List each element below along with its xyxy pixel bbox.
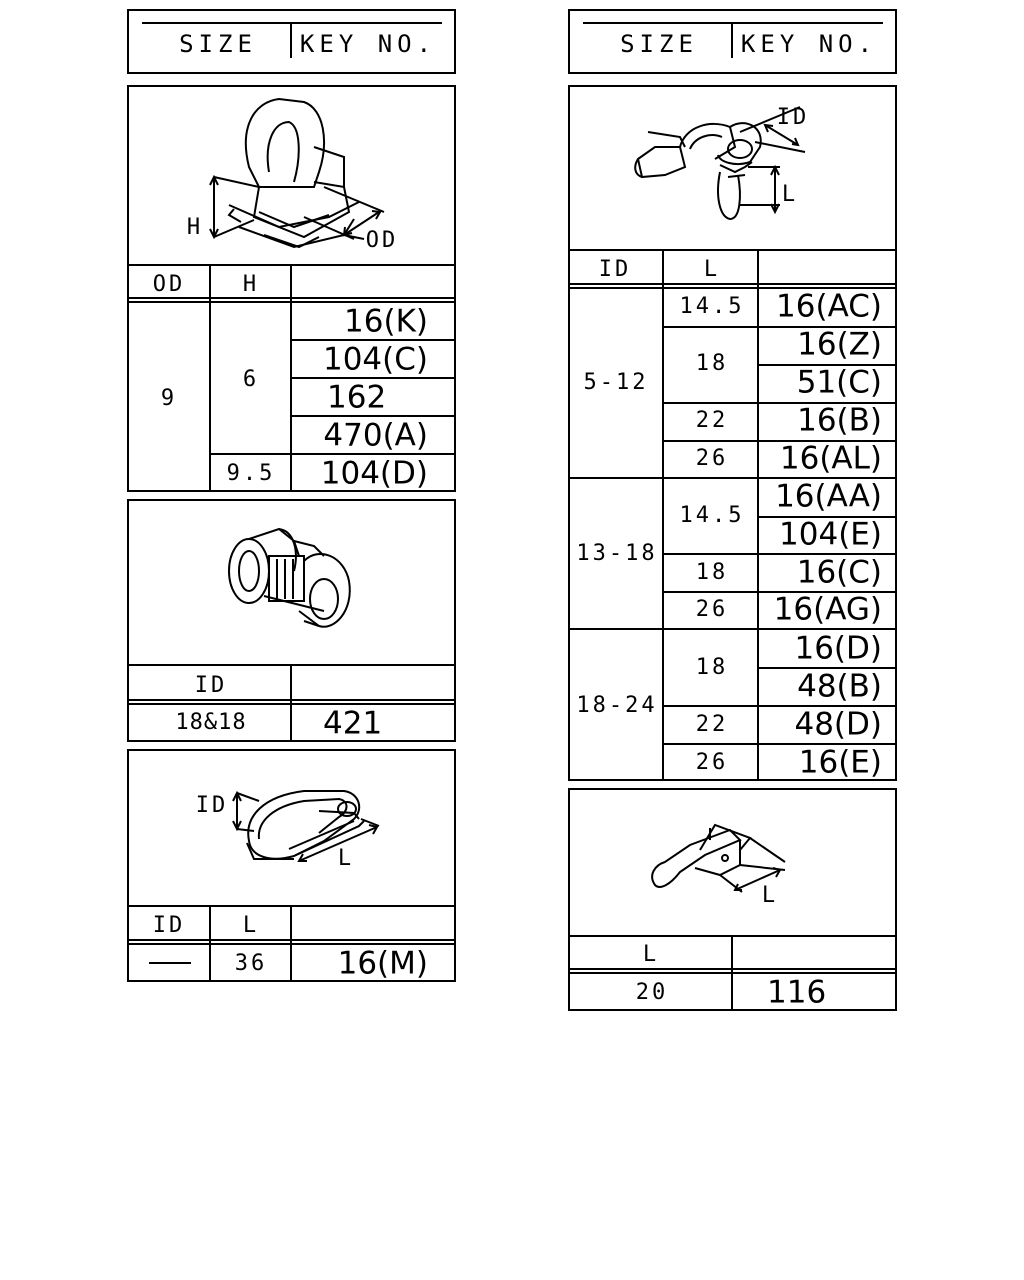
clip4-dim-id: ID [776, 105, 810, 130]
clip1-dim-h: H [186, 215, 204, 240]
header-divider-left [290, 24, 292, 58]
clip4-group3-key-3: 48(D) [794, 706, 882, 743]
clip4-group2-l-3: 26 [695, 597, 729, 622]
clip4-col-l: L [703, 257, 721, 282]
clip1-col-od: OD [152, 272, 186, 297]
clip1-key-5: 104(D) [320, 455, 428, 492]
clip1-push-clip-illustration [129, 87, 454, 264]
clip4-row-line [757, 516, 897, 518]
header-divider-right [731, 24, 733, 58]
clip2-double-clip-illustration [129, 501, 454, 664]
clip4-group3-l-1: 18 [695, 655, 729, 680]
clip4-group2-l-2: 18 [695, 560, 729, 585]
header-size-label-left: SIZE [179, 30, 257, 58]
clip4-group1-l-2: 18 [695, 351, 729, 376]
clip5-l-value: 20 [635, 980, 669, 1005]
clip4-row-line [757, 667, 897, 669]
header-overline-right [583, 22, 883, 24]
clip1-h-value-9-5: 9.5 [226, 461, 276, 486]
clip3-col-l: L [242, 913, 260, 938]
header-keyno-label-right: KEY NO. [740, 30, 878, 58]
clip1-key-2: 104(C) [322, 341, 428, 378]
clip4-group3-key-1: 16(D) [794, 630, 882, 667]
clip3-col-l-divider [290, 905, 292, 982]
clip4-row-line [662, 402, 897, 404]
clip1-h-value-6: 6 [242, 367, 260, 392]
clip1-key-1: 16(K) [344, 303, 428, 340]
clip1-row-line-1 [290, 339, 456, 341]
clip5-key: 116 [767, 974, 827, 1011]
clip4-group2-l-1: 14.5 [679, 503, 745, 528]
clip4-group-line [568, 628, 897, 630]
header-size-label-right: SIZE [620, 30, 698, 58]
clip1-col-h: H [242, 272, 260, 297]
clip3-band-clip-illustration [129, 751, 454, 906]
clip2-key: 421 [323, 705, 383, 742]
clip4-group3-l-2: 22 [695, 712, 729, 737]
clip3-l-value: 36 [234, 951, 268, 976]
clip5-dim-l: L [761, 883, 779, 908]
clip4-group2-key-1: 16(AA) [775, 478, 882, 515]
clip4-col-id: ID [598, 257, 632, 282]
clip4-row-line [757, 364, 897, 366]
clip4-row-line [662, 743, 897, 745]
clip5-tab-clip-illustration [570, 790, 895, 935]
clip4-group1-l-4: 26 [695, 446, 729, 471]
clip4-group1-l-1: 14.5 [679, 294, 745, 319]
clip1-key-3: 162 [327, 379, 387, 416]
clip3-key: 16(M) [337, 945, 428, 982]
clip4-group3-key-4: 16(E) [798, 744, 882, 781]
clip4-row-line [662, 705, 897, 707]
clip4-group1-key-5: 16(AL) [779, 440, 882, 477]
clip3-col-id: ID [152, 913, 186, 938]
clip1-key-4: 470(A) [323, 417, 428, 454]
clip4-pipe-clip-illustration [570, 87, 895, 249]
clip4-drawing-box [568, 85, 897, 781]
clip3-dim-l: L [337, 846, 355, 871]
clip4-group3-key-2: 48(B) [797, 668, 882, 705]
clip4-group3-l-3: 26 [695, 750, 729, 775]
clip4-col-l-divider [757, 249, 759, 781]
clip1-od-value: 9 [160, 386, 178, 411]
clip4-header-bottom-2 [568, 287, 897, 289]
header-overline-left [142, 22, 442, 24]
clip4-group1-key-2: 16(Z) [797, 326, 882, 363]
clip4-row-line [662, 591, 897, 593]
clip4-row-line [662, 440, 897, 442]
clip4-group2-key-4: 16(AG) [773, 591, 882, 628]
clip4-group-line [568, 477, 897, 479]
clip4-group1-id: 5-12 [583, 370, 649, 395]
clip1-row-line-4 [209, 453, 456, 455]
clip4-group2-key-3: 16(C) [796, 554, 882, 591]
clip4-group1-key-3: 51(C) [796, 364, 882, 401]
clip1-col-od-divider [209, 264, 211, 492]
clip1-row-line-2 [290, 377, 456, 379]
clip4-row-line [662, 326, 897, 328]
clip4-row-line [662, 553, 897, 555]
clip4-group3-id: 18-24 [576, 693, 658, 718]
clip2-id-value: 18&18 [175, 710, 247, 735]
clip4-group1-l-3: 22 [695, 408, 729, 433]
clip5-col-divider [731, 935, 733, 1011]
clip4-group2-id: 13-18 [576, 541, 658, 566]
clip1-row-line-3 [290, 415, 456, 417]
clip4-col-id-divider [662, 249, 664, 781]
clip4-header-bottom [568, 283, 897, 285]
clip3-id-dash [149, 962, 191, 964]
clip3-dim-id: ID [195, 793, 229, 818]
clip2-col-id: ID [194, 673, 228, 698]
clip4-group2-key-2: 104(E) [779, 516, 882, 553]
clip4-dim-l: L [781, 182, 799, 207]
clip4-group1-key-4: 16(B) [797, 402, 882, 439]
clip5-col-l: L [642, 942, 660, 967]
clip4-group1-key-1: 16(AC) [776, 288, 882, 325]
clip4-table-top [568, 249, 897, 251]
clip3-col-id-divider [209, 905, 211, 982]
header-keyno-label-left: KEY NO. [299, 30, 437, 58]
clip2-col-divider [290, 664, 292, 742]
clip1-dim-od: OD [365, 228, 399, 253]
